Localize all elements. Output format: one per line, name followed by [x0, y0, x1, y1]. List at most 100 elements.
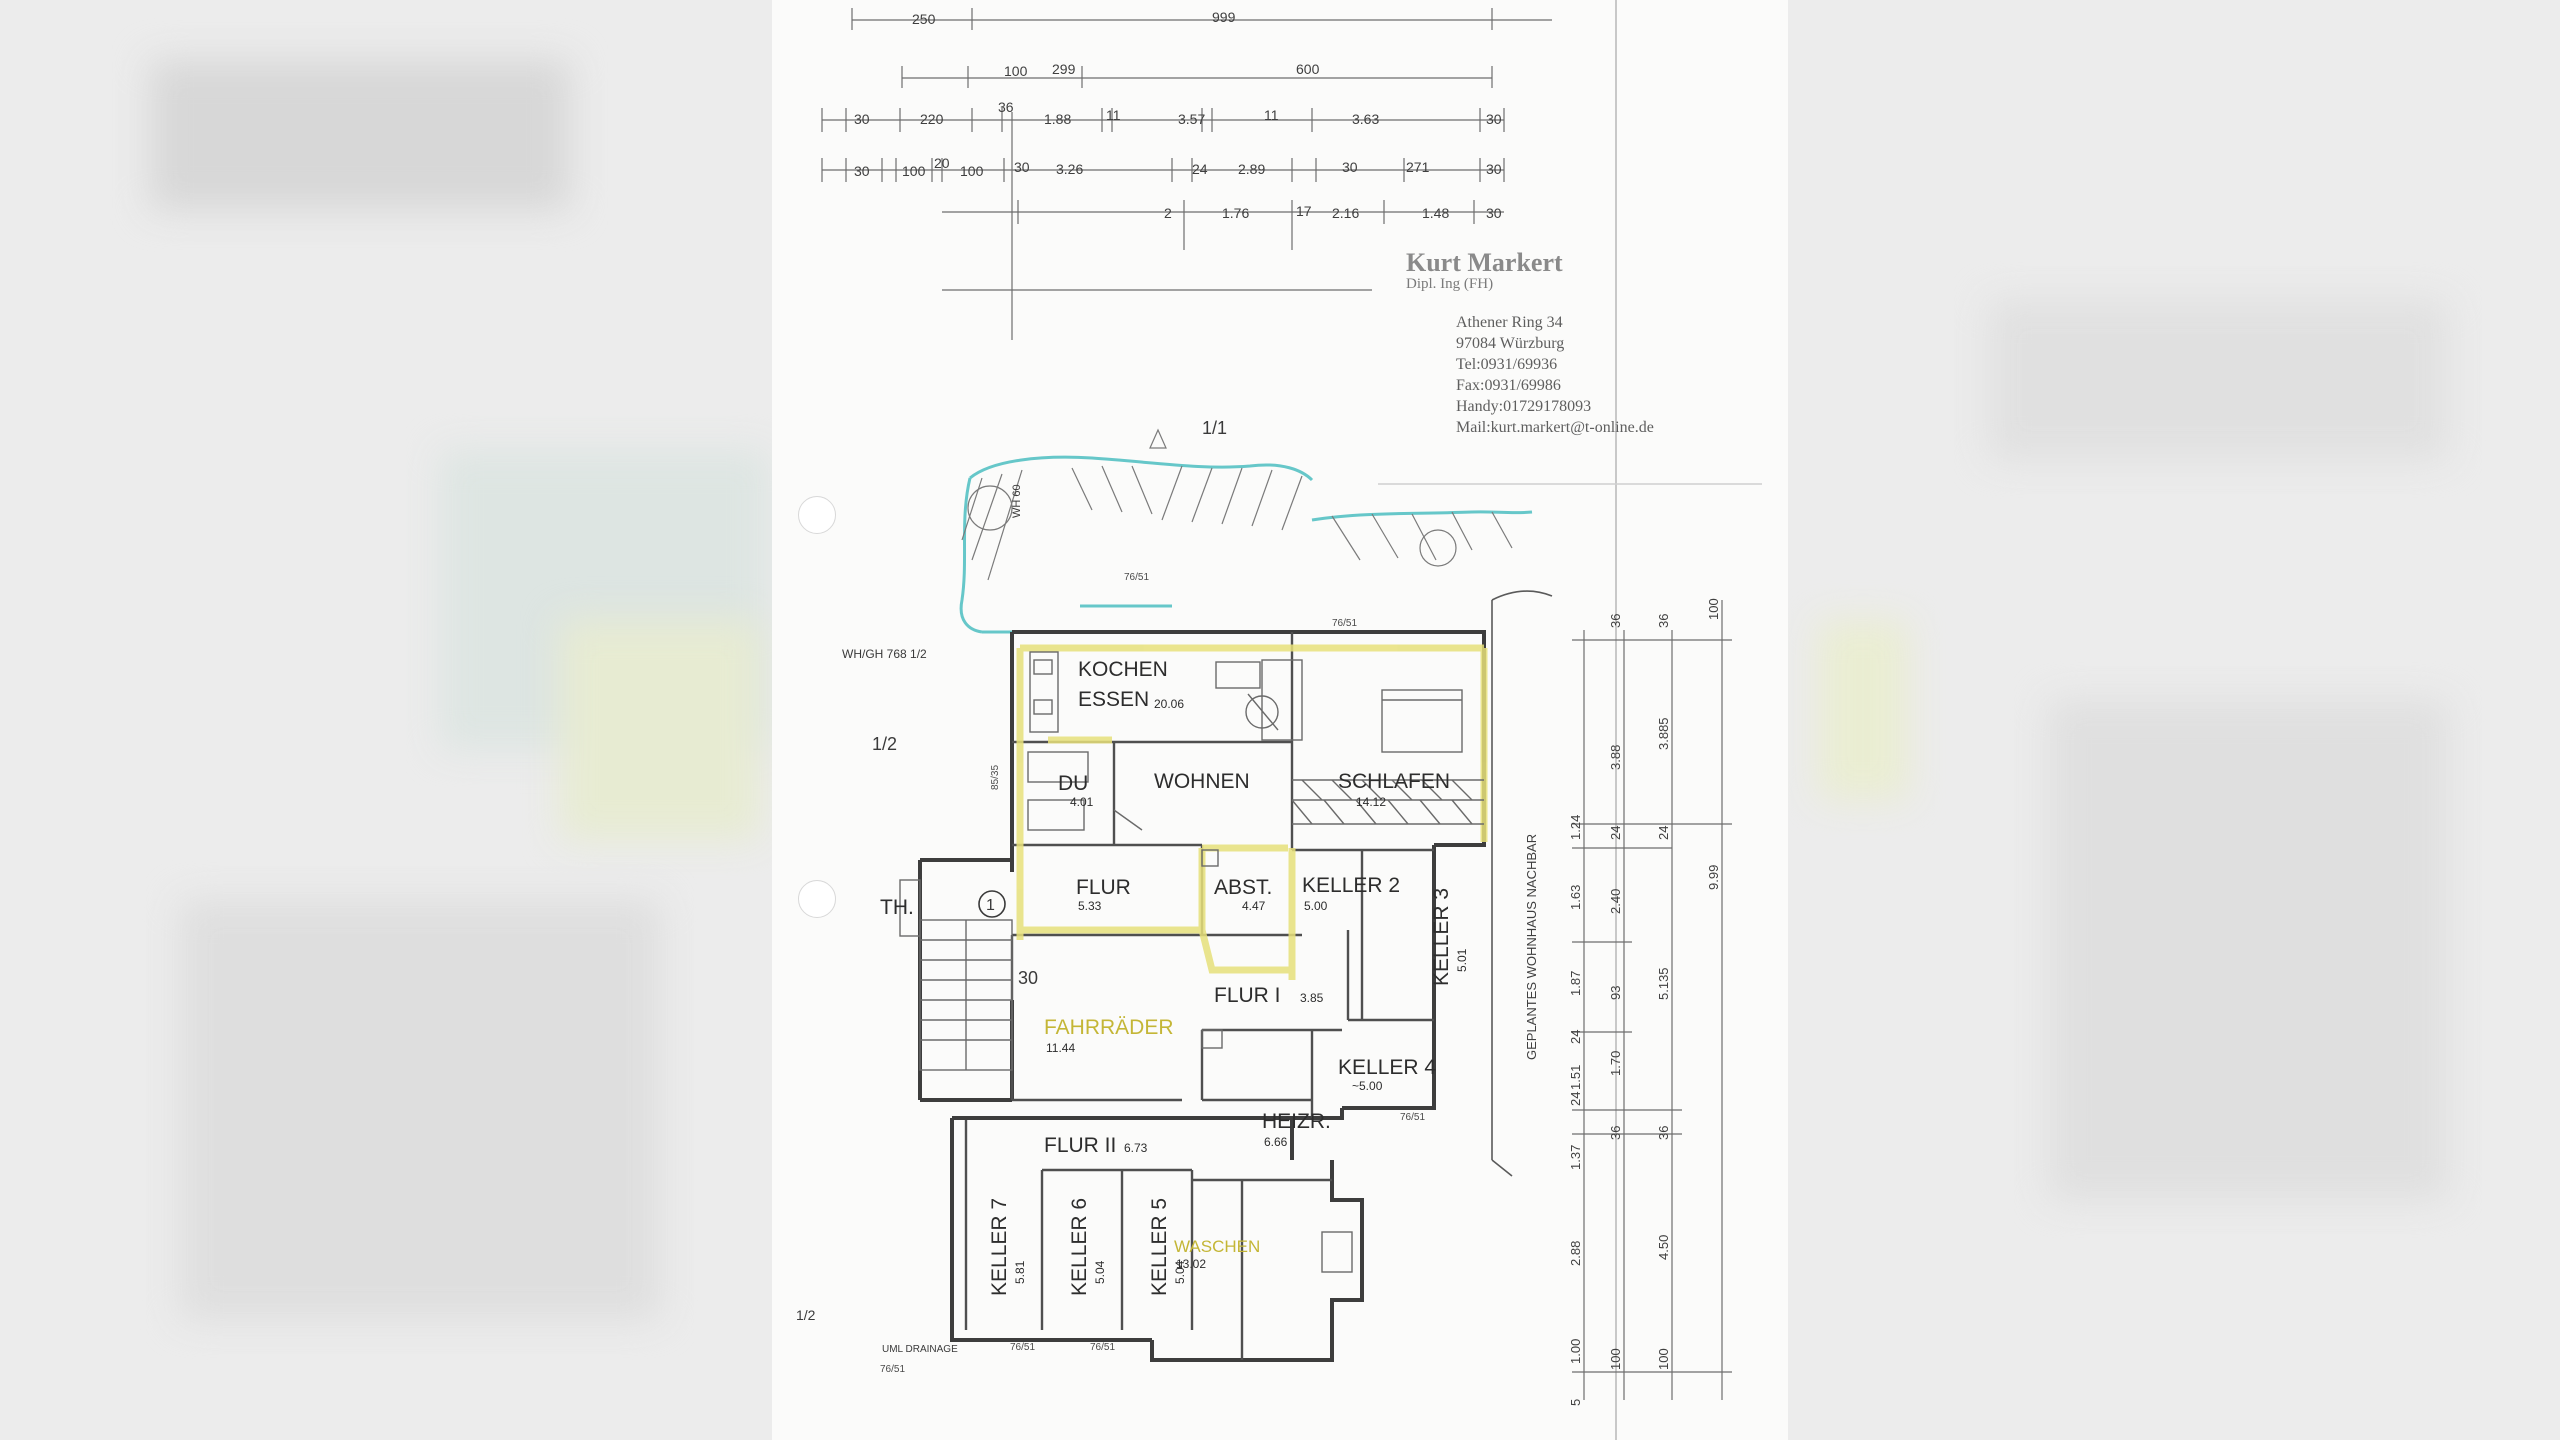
dim-label: 999: [1212, 9, 1236, 25]
room-labels: KOCHEN ESSEN 20.06 WOHNEN SCHLAFEN 14.12…: [880, 658, 1469, 1296]
dim-label: 30: [1486, 161, 1502, 177]
dim-label: 5: [1568, 1399, 1583, 1406]
dim-label: 100: [1706, 598, 1721, 620]
floor-plan-sheet: 250 999 100 299 600 30 220 36 1.88 11 3.…: [772, 0, 1788, 1440]
room-name-keller4: KELLER 4: [1338, 1056, 1436, 1079]
dim-label: 1.37: [1568, 1145, 1583, 1170]
dim-label: 24: [1608, 826, 1623, 840]
dim-label: 30: [854, 111, 870, 127]
dim-label: 3.57: [1178, 111, 1205, 127]
room-area-flur2: 6.73: [1124, 1141, 1148, 1155]
room-name-keller2: KELLER 2: [1302, 874, 1400, 897]
staircase: [899, 879, 1013, 1071]
room-area-heizr: 6.66: [1264, 1135, 1288, 1149]
wh-gh-label: WH/GH 768 1/2: [842, 647, 927, 661]
dim-label: 1.51: [1568, 1065, 1583, 1090]
room-area-keller4: ~5.00: [1352, 1079, 1383, 1093]
dim-label: 1.87: [1568, 971, 1583, 996]
opening-size: 76/51: [1090, 1342, 1115, 1353]
room-area-keller6: 5.04: [1093, 1260, 1107, 1284]
dim-label: 1.88: [1044, 111, 1071, 127]
architect-city: 97084 Würzburg: [1456, 335, 1565, 352]
interior-walls: [964, 632, 1434, 1360]
room-area-waschen: 13.02: [1176, 1257, 1206, 1271]
opening-size: 76/51: [1332, 618, 1357, 629]
blur-shape: [560, 620, 760, 840]
room-area-kochen: 20.06: [1154, 697, 1184, 711]
dim-label: 30: [1342, 159, 1358, 175]
architect-tel: Tel:0931/69936: [1456, 356, 1558, 373]
drainage-label: UML DRAINAGE: [882, 1344, 958, 1355]
dim-label: 30: [1486, 205, 1502, 221]
room-area-keller3: 5.01: [1455, 948, 1469, 972]
room-name-kochen: KOCHEN: [1078, 658, 1168, 681]
dim-label: 1.00: [1568, 1339, 1583, 1364]
room-area-schlafen: 14.12: [1356, 795, 1386, 809]
apartment-highlight: [1016, 644, 1488, 980]
dimension-text-right: 1.24 1.63 1.87 24 1.51 24 1.37 2.88 1.00…: [1568, 598, 1721, 1406]
dim-label: 24: [1568, 1092, 1583, 1106]
dim-label: 100: [1004, 63, 1028, 79]
dim-label: 93: [1608, 986, 1623, 1000]
opening-labels: 76/51 76/51 76/51 76/51 76/51 85/35 76/5…: [880, 572, 1425, 1375]
opening-size: 76/51: [1400, 1112, 1425, 1123]
dim-label: 2.88: [1568, 1241, 1583, 1266]
blur-shape: [1818, 620, 1908, 800]
room-area-keller2: 5.00: [1304, 899, 1328, 913]
room-name-essen: ESSEN: [1078, 688, 1149, 711]
neighbor-building: [1491, 590, 1553, 1177]
blur-shape: [180, 900, 660, 1320]
ratio-label-bottom: 1/2: [796, 1307, 816, 1323]
dim-label: 299: [1052, 61, 1076, 77]
dim-label: 250: [912, 11, 936, 27]
room-name-du: DU: [1058, 772, 1088, 795]
room-name-wohnen: WOHNEN: [1154, 770, 1250, 793]
room-name-keller5: KELLER 5: [1148, 1198, 1171, 1296]
room-name-waschen: WASCHEN: [1174, 1237, 1260, 1256]
dim-label: 30: [854, 163, 870, 179]
dim-label: 17: [1296, 203, 1312, 219]
blur-shape: [1988, 300, 2448, 460]
dim-label: 24: [1656, 826, 1671, 840]
blurred-background-left: [0, 0, 772, 1440]
room-name-fahrraeder: FAHRRÄDER: [1044, 1016, 1174, 1039]
dim-label: 1.63: [1568, 885, 1583, 910]
misc-labels: 1/1 1/2 1/2 WH/GH 768 1/2 WH 60 30 UML D…: [796, 418, 1227, 1355]
blur-shape: [150, 60, 570, 210]
architect-stamp: Kurt Markert Dipl. Ing (FH) Athener Ring…: [1406, 248, 1654, 436]
floor-plan-drawing: 250 999 100 299 600 30 220 36 1.88 11 3.…: [796, 0, 1762, 1440]
dim-label: 2: [1164, 205, 1172, 221]
dimension-lines-top: [821, 8, 1552, 340]
neighbor-label: GEPLANTES WOHNHAUS NACHBAR: [1524, 834, 1539, 1060]
room-name-heizr: HEIZR.: [1262, 1110, 1331, 1133]
dim-label: 100: [960, 163, 984, 179]
opening-size: 76/51: [880, 1364, 905, 1375]
ratio-label-top: 1/1: [1202, 418, 1227, 438]
dimension-lines-right: [1572, 600, 1732, 1400]
punch-hole: [798, 496, 836, 534]
dim-label: 3.63: [1352, 111, 1379, 127]
room-area-fahrraeder: 11.44: [1046, 1041, 1075, 1055]
dim-label: 100: [902, 163, 926, 179]
punch-hole: [798, 880, 836, 918]
garden-hatching: [961, 428, 1513, 581]
marker-label: 1: [986, 897, 995, 914]
room-name-th: TH.: [880, 896, 914, 919]
architect-mail: Mail:kurt.markert@t-online.de: [1456, 419, 1654, 436]
ratio-label-left: 1/2: [872, 734, 897, 754]
dim-label: 2.40: [1608, 889, 1623, 914]
fixtures: [1027, 651, 1484, 1273]
dim-label: 1.48: [1422, 205, 1449, 221]
dim-label: 30: [1014, 159, 1030, 175]
dim-label: 11: [1106, 107, 1121, 123]
dim-label: 36: [1656, 614, 1671, 628]
stair-number-label: 30: [1018, 968, 1038, 988]
dim-label: 1.70: [1608, 1051, 1623, 1076]
dim-label: 1.24: [1568, 815, 1583, 840]
architect-contact: Athener Ring 34 97084 Würzburg Tel:0931/…: [1456, 312, 1654, 438]
room-area-abst: 4.47: [1242, 899, 1266, 913]
architect-title: Dipl. Ing (FH): [1406, 276, 1494, 292]
room-area-flur: 5.33: [1078, 899, 1102, 913]
dim-label: 9.99: [1706, 865, 1721, 890]
room-name-abst: ABST.: [1214, 876, 1272, 899]
